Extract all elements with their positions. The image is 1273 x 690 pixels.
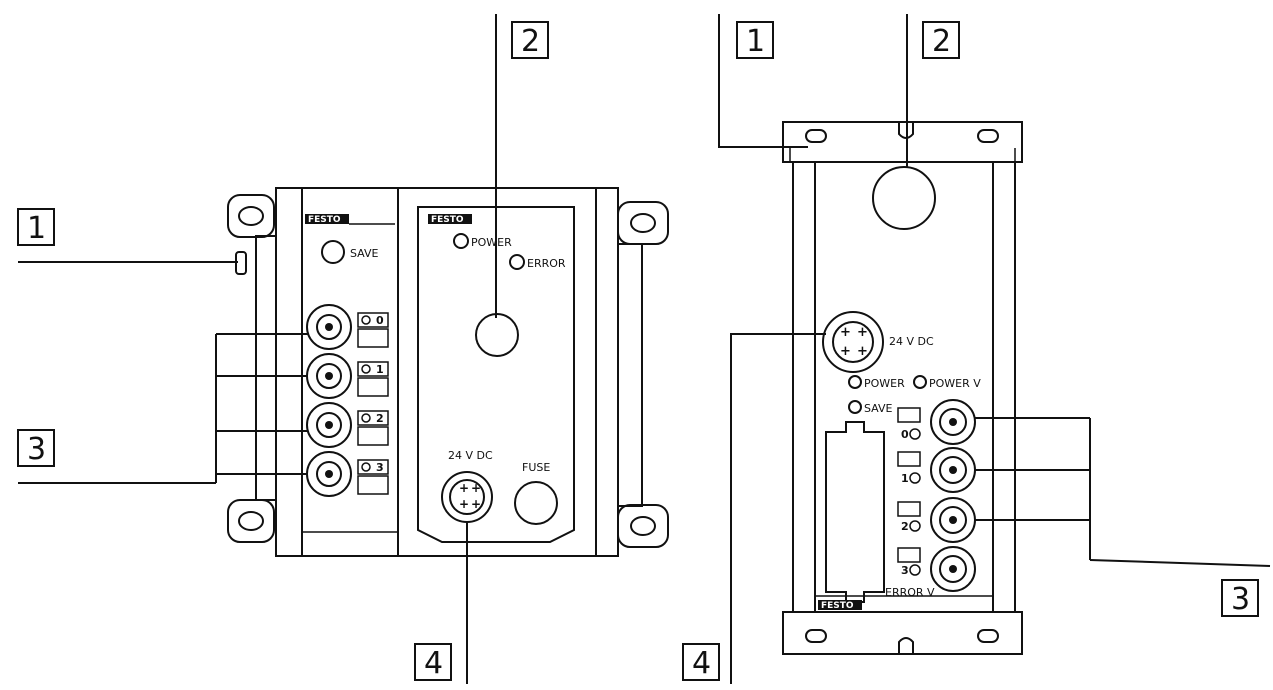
- right-channel-0: 0: [901, 428, 909, 441]
- left-panel-brand-plate: [428, 214, 472, 224]
- right-supply-connector: [822, 311, 884, 373]
- right-brand: FESTO: [821, 601, 854, 611]
- right-power-label: POWER: [864, 377, 905, 390]
- left-error-led: [509, 254, 525, 270]
- svg-text:2: 2: [932, 24, 951, 59]
- svg-text:1: 1: [746, 24, 765, 59]
- right-channel-3: 3: [901, 564, 909, 577]
- right-io-ports: [930, 399, 976, 592]
- right-callout-4: 4: [682, 643, 720, 681]
- right-channel-2: 2: [901, 520, 909, 533]
- left-module: FESTO SAVE 0 1: [227, 187, 669, 557]
- right-channel-blocks: 0 1 2 3: [897, 407, 921, 577]
- left-io-brand: FESTO: [308, 215, 341, 225]
- right-save-label: SAVE: [864, 402, 893, 415]
- svg-text:+: +: [857, 325, 868, 340]
- left-callout-1: 1: [17, 208, 55, 246]
- right-display-window: [872, 166, 936, 230]
- right-channel-1: 1: [901, 472, 909, 485]
- left-supply-label: 24 V DC: [448, 449, 493, 462]
- right-top-bracket: [782, 121, 1023, 163]
- right-power-led: [848, 375, 862, 389]
- right-io-port-0: [930, 399, 976, 445]
- right-brand-plate: [818, 600, 862, 610]
- left-channel-2: 2: [376, 412, 384, 425]
- svg-text:3: 3: [27, 432, 46, 467]
- right-module: + + + + 24 V DC POWER POWER V SAVE 0 1 2: [782, 121, 1023, 655]
- left-callout-4: 4: [414, 643, 452, 681]
- svg-text:+: +: [471, 481, 481, 495]
- left-housing: [275, 187, 619, 557]
- svg-text:4: 4: [424, 646, 443, 681]
- svg-text:+: +: [471, 497, 481, 511]
- left-power-led: [453, 233, 469, 249]
- svg-text:+: +: [840, 344, 851, 359]
- svg-text:4: 4: [692, 646, 711, 681]
- right-housing: [792, 161, 1016, 613]
- right-callout-3: 3: [1221, 579, 1259, 617]
- right-bottom-bracket: [782, 611, 1023, 655]
- left-error-label: ERROR: [527, 257, 566, 270]
- left-callout-3: 3: [17, 429, 55, 467]
- left-io-port-2: [306, 402, 352, 448]
- left-io-port-0: [306, 304, 352, 350]
- svg-text:+: +: [459, 481, 469, 495]
- svg-text:1: 1: [27, 211, 46, 246]
- svg-text:+: +: [840, 325, 851, 340]
- left-fuse: [514, 481, 558, 525]
- svg-text:3: 3: [1231, 582, 1250, 617]
- left-save-label: SAVE: [350, 247, 379, 260]
- right-callout-lines: [718, 14, 1271, 684]
- left-channel-1: 1: [376, 363, 384, 376]
- left-center-panel: [417, 206, 575, 543]
- left-mounting-ears: [227, 194, 669, 548]
- right-save-led: [848, 400, 862, 414]
- left-save-led: [321, 240, 345, 264]
- left-io-ports: [306, 304, 352, 497]
- left-display-window: [475, 313, 519, 357]
- right-supply-label: 24 V DC: [889, 335, 934, 348]
- right-power-v-led: [913, 375, 927, 389]
- right-io-port-3: [930, 546, 976, 592]
- left-callout-2: 2: [511, 21, 549, 59]
- left-fuse-label: FUSE: [522, 461, 550, 474]
- left-channel-0: 0: [376, 314, 384, 327]
- right-callout-1: 1: [736, 21, 774, 59]
- right-power-v-label: POWER V: [929, 377, 981, 390]
- right-error-v-label: ERROR V: [885, 586, 935, 599]
- left-panel-brand: FESTO: [431, 215, 464, 225]
- left-channel-blocks: 0 1 2 3: [357, 312, 389, 495]
- left-callout-lines: [18, 14, 497, 684]
- svg-text:+: +: [857, 344, 868, 359]
- right-slot: [825, 421, 885, 603]
- left-power-label: POWER: [471, 236, 512, 249]
- right-callout-2: 2: [922, 21, 960, 59]
- svg-text:2: 2: [521, 24, 540, 59]
- left-channel-3: 3: [376, 461, 384, 474]
- left-io-brand-plate: [305, 214, 349, 224]
- svg-text:+: +: [459, 497, 469, 511]
